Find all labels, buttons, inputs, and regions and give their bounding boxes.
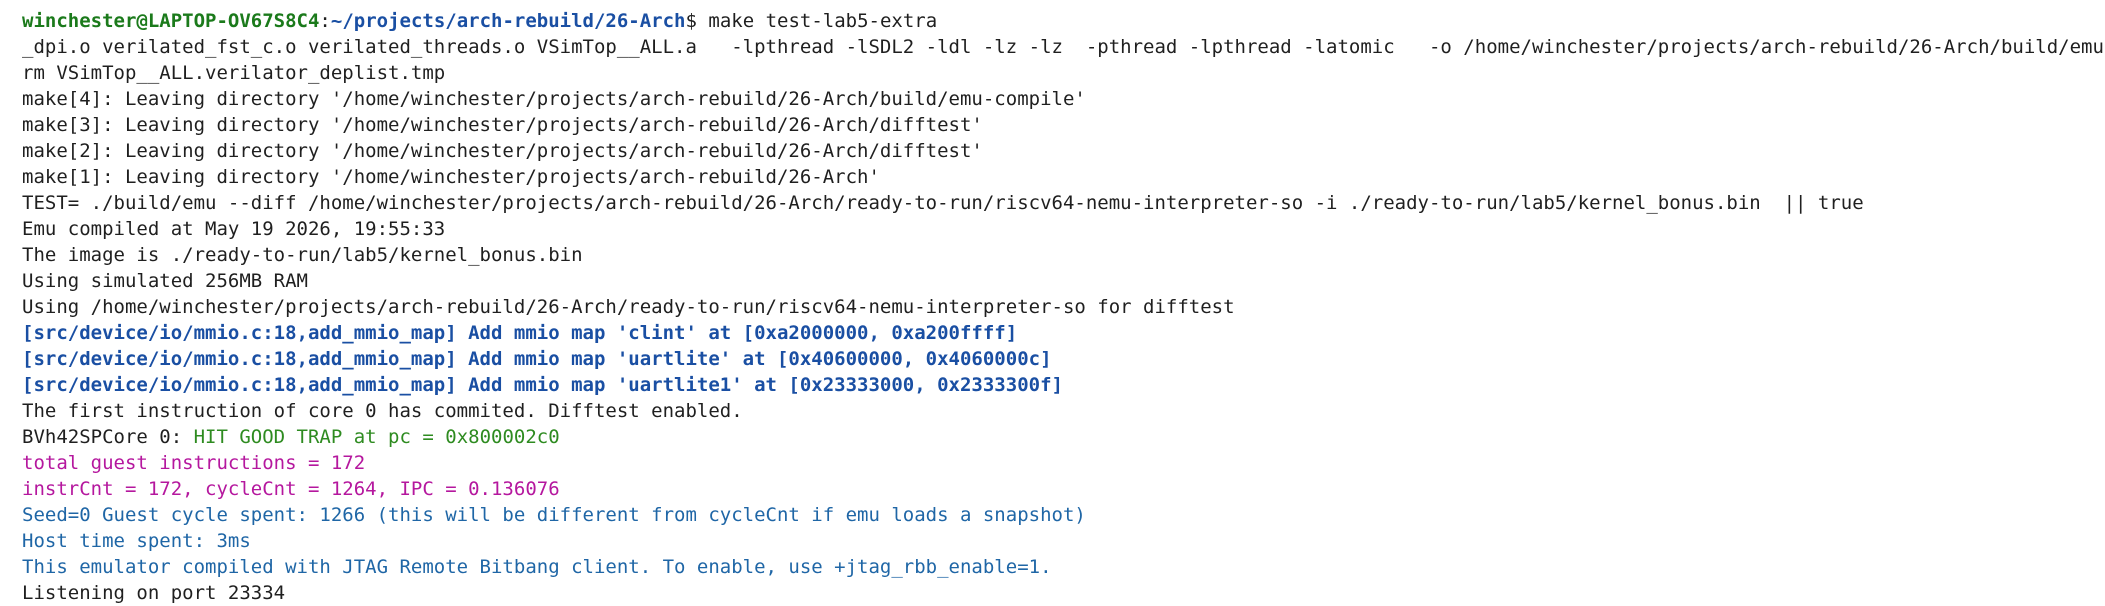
output-line-listening: Listening on port 23334 [22,582,286,604]
trap-message: HIT GOOD TRAP at pc = 0x800002c0 [193,426,560,448]
output-line-make3: make[3]: Leaving directory '/home/winche… [22,114,983,136]
output-line-link: _dpi.o verilated_fst_c.o verilated_threa… [22,36,2104,58]
prompt-command: make test-lab5-extra [696,10,938,32]
output-line-difftest-ref: Using /home/winchester/projects/arch-reb… [22,296,1235,318]
output-line-image: The image is ./ready-to-run/lab5/kernel_… [22,244,583,266]
output-line-make2: make[2]: Leaving directory '/home/winche… [22,140,983,162]
trap-line: BVh42SPCore 0: HIT GOOD TRAP at pc = 0x8… [22,424,2105,450]
prompt-symbol: $ [685,10,697,32]
mmio-line-uartlite1: [src/device/io/mmio.c:18,add_mmio_map] A… [22,374,1063,396]
info-line-host-time: Host time spent: 3ms [22,530,251,552]
output-line-emu-compiled: Emu compiled at May 19 2026, 19:55:33 [22,218,446,240]
prompt-line: winchester@LAPTOP-OV67S8C4:~/projects/ar… [22,8,2105,34]
prompt-separator: : [319,10,331,32]
output-line-make1: make[1]: Leaving directory '/home/winche… [22,166,880,188]
stats-line-ipc: instrCnt = 172, cycleCnt = 1264, IPC = 0… [22,478,560,500]
output-line-first-instruction: The first instruction of core 0 has comm… [22,400,743,422]
mmio-line-clint: [src/device/io/mmio.c:18,add_mmio_map] A… [22,322,1018,344]
output-line-ram: Using simulated 256MB RAM [22,270,308,292]
prompt-path: ~/projects/arch-rebuild/26-Arch [330,10,686,32]
output-line-rm: rm VSimTop__ALL.verilator_deplist.tmp [22,62,446,84]
output-line-test-command: TEST= ./build/emu --diff /home/wincheste… [22,192,1864,214]
stats-line-instructions: total guest instructions = 172 [22,452,366,474]
trap-prefix: BVh42SPCore 0: [22,426,194,448]
output-line-make4: make[4]: Leaving directory '/home/winche… [22,88,1086,110]
output-line-jtag: This emulator compiled with JTAG Remote … [22,556,1052,578]
prompt-user-host: winchester@LAPTOP-OV67S8C4 [22,10,320,32]
mmio-line-uartlite: [src/device/io/mmio.c:18,add_mmio_map] A… [22,348,1052,370]
info-line-seed: Seed=0 Guest cycle spent: 1266 (this wil… [22,504,1086,526]
